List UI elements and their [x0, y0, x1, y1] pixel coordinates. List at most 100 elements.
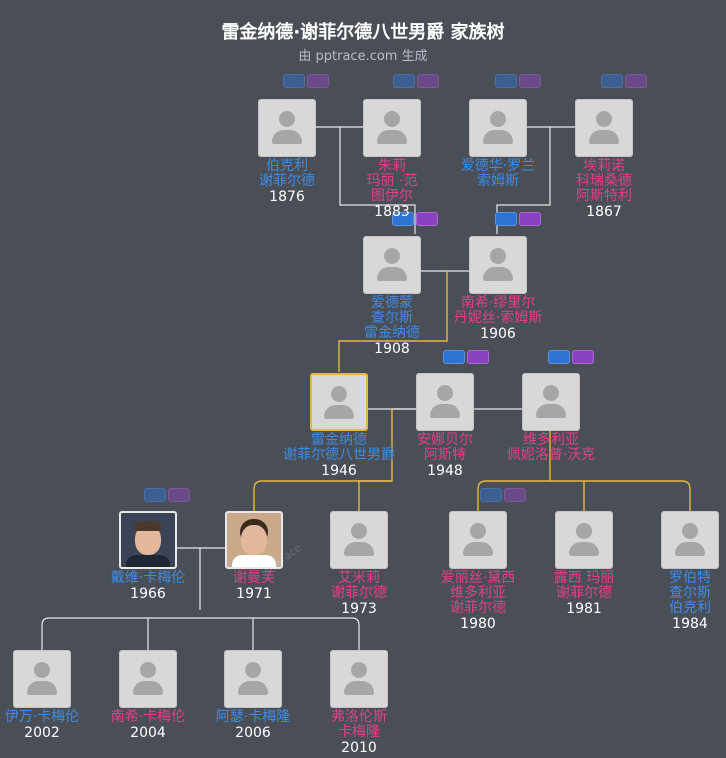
expand-parents-p3-button[interactable]: [495, 74, 517, 88]
person-placeholder-icon: [469, 236, 527, 294]
person-placeholder-icon: [363, 236, 421, 294]
expand-spouse-p13-button[interactable]: [504, 488, 526, 502]
person-name: 艾米莉 谢菲尔德: [331, 570, 387, 601]
person-year: 1908: [374, 341, 410, 357]
person-card-p15[interactable]: 罗伯特 查尔斯 伯克利 1984: [625, 511, 726, 632]
person-year: 1981: [566, 601, 602, 617]
person-card-p6[interactable]: 南希·缪里尔 丹妮丝·索姆斯 1906: [433, 236, 563, 342]
person-placeholder-icon: [330, 650, 388, 708]
person-name: 谢曼芙: [233, 570, 275, 586]
person-placeholder-icon: [224, 650, 282, 708]
expand-relatives-p3-button[interactable]: [519, 212, 541, 226]
person-name: 戴维·卡梅伦: [110, 570, 186, 586]
person-name: 露西 玛丽 谢菲尔德: [553, 570, 615, 601]
connector-descent-p7: [338, 271, 448, 372]
person-name: 罗伯特 查尔斯 伯克利: [669, 570, 711, 616]
person-year: 1867: [586, 204, 622, 220]
person-card-p4[interactable]: 埃莉诺 科瑞桑德 阿斯特利 1867: [539, 99, 669, 220]
person-card-p10[interactable]: 戴维·卡梅伦 1966: [83, 511, 213, 602]
person-card-p17[interactable]: 南希·卡梅伦 2004: [83, 650, 213, 741]
person-card-p8[interactable]: 安娜贝尔 阿斯特 1948: [380, 373, 510, 479]
person-name: 爱德华·罗兰 索姆斯: [460, 158, 536, 189]
person-card-p18[interactable]: 阿瑟·卡梅隆 2006: [188, 650, 318, 741]
expand-parents-p9-button[interactable]: [548, 350, 570, 364]
person-year: 1984: [672, 616, 708, 632]
connector-descent-p11: [253, 409, 393, 511]
person-year: 1876: [269, 189, 305, 205]
person-card-p9[interactable]: 维多利亚 佩妮洛普·沃克: [486, 373, 616, 463]
expand-spouse-p3-button[interactable]: [519, 74, 541, 88]
expand-spouse-p10-button[interactable]: [168, 488, 190, 502]
person-name: 爱德蒙 查尔斯 雷金纳德: [364, 295, 420, 341]
person-name: 雷金纳德 谢菲尔德八世男爵: [283, 432, 395, 463]
person-card-p16[interactable]: 伊万·卡梅伦 2002: [0, 650, 107, 741]
person-name: 弗洛伦斯 卡梅隆: [331, 709, 387, 740]
person-placeholder-icon: [258, 99, 316, 157]
person-year: 1948: [427, 463, 463, 479]
person-year: 1946: [321, 463, 357, 479]
expand-children-p1-button[interactable]: [392, 212, 414, 226]
person-placeholder-icon: [555, 511, 613, 569]
person-photo: [119, 511, 177, 569]
person-name: 伊万·卡梅伦: [4, 709, 80, 725]
person-name: 南希·缪里尔 丹妮丝·索姆斯: [453, 295, 543, 326]
person-photo: [225, 511, 283, 569]
connector-descent-p5: [339, 127, 416, 234]
expand-parents-p13-button[interactable]: [480, 488, 502, 502]
person-year: 1883: [374, 204, 410, 220]
expand-relatives-p1-button[interactable]: [416, 212, 438, 226]
person-card-p1[interactable]: 伯克利 谢菲尔德 1876: [222, 99, 352, 205]
person-card-p11[interactable]: 谢曼芙 1971: [189, 511, 319, 602]
person-placeholder-icon: [661, 511, 719, 569]
person-year: 1966: [130, 586, 166, 602]
connector-descent-p15: [584, 480, 691, 511]
person-name: 朱莉 玛丽 ·范 图伊尔: [366, 158, 418, 204]
person-card-p2[interactable]: 朱莉 玛丽 ·范 图伊尔 1883: [327, 99, 457, 220]
person-placeholder-icon: [449, 511, 507, 569]
page-subtitle: 由 pptrace.com 生成: [298, 49, 428, 64]
person-card-p13[interactable]: 爱丽丝·黛西 维多利亚 谢菲尔德 1980: [413, 511, 543, 632]
person-year: 2006: [235, 725, 271, 741]
person-card-p5[interactable]: 爱德蒙 查尔斯 雷金纳德 1908: [327, 236, 457, 357]
expand-children-p3-button[interactable]: [495, 212, 517, 226]
person-year: 1980: [460, 616, 496, 632]
expand-spouse-p8-button[interactable]: [467, 350, 489, 364]
person-placeholder-icon: [310, 373, 368, 431]
person-placeholder-icon: [416, 373, 474, 431]
expand-spouse-p2-button[interactable]: [417, 74, 439, 88]
expand-spouse-p1-button[interactable]: [307, 74, 329, 88]
person-placeholder-icon: [119, 650, 177, 708]
expand-parents-p10-button[interactable]: [144, 488, 166, 502]
person-year: 2004: [130, 725, 166, 741]
person-name: 阿瑟·卡梅隆: [215, 709, 291, 725]
person-card-p3[interactable]: 爱德华·罗兰 索姆斯: [433, 99, 563, 189]
person-year: 2010: [341, 740, 377, 756]
person-year: 1971: [236, 586, 272, 602]
person-year: 2002: [24, 725, 60, 741]
person-name: 安娜贝尔 阿斯特: [417, 432, 473, 463]
person-year: 1906: [480, 326, 516, 342]
person-name: 爱丽丝·黛西 维多利亚 谢菲尔德: [440, 570, 516, 616]
connector-descent-p12: [358, 480, 392, 511]
expand-parents-p1-button[interactable]: [283, 74, 305, 88]
person-placeholder-icon: [575, 99, 633, 157]
person-card-p14[interactable]: 露西 玛丽 谢菲尔德 1981: [519, 511, 649, 617]
connector-gen5-bar: [41, 617, 360, 650]
expand-spouse-p4-button[interactable]: [625, 74, 647, 88]
expand-parents-p4-button[interactable]: [601, 74, 623, 88]
person-card-p7[interactable]: 雷金纳德 谢菲尔德八世男爵 1946: [274, 373, 404, 479]
person-card-p12[interactable]: 艾米莉 谢菲尔德 1973: [294, 511, 424, 617]
page-title: 雷金纳德·谢菲尔德八世男爵 家族树: [221, 22, 505, 43]
expand-spouse-p9-button[interactable]: [572, 350, 594, 364]
person-name: 维多利亚 佩妮洛普·沃克: [506, 432, 596, 463]
person-year: 1973: [341, 601, 377, 617]
expand-parents-p8-button[interactable]: [443, 350, 465, 364]
person-placeholder-icon: [330, 511, 388, 569]
person-placeholder-icon: [363, 99, 421, 157]
person-name: 埃莉诺 科瑞桑德 阿斯特利: [576, 158, 632, 204]
person-name: 伯克利 谢菲尔德: [259, 158, 315, 189]
person-placeholder-icon: [13, 650, 71, 708]
expand-parents-p2-button[interactable]: [393, 74, 415, 88]
person-card-p19[interactable]: 弗洛伦斯 卡梅隆 2010: [294, 650, 424, 756]
